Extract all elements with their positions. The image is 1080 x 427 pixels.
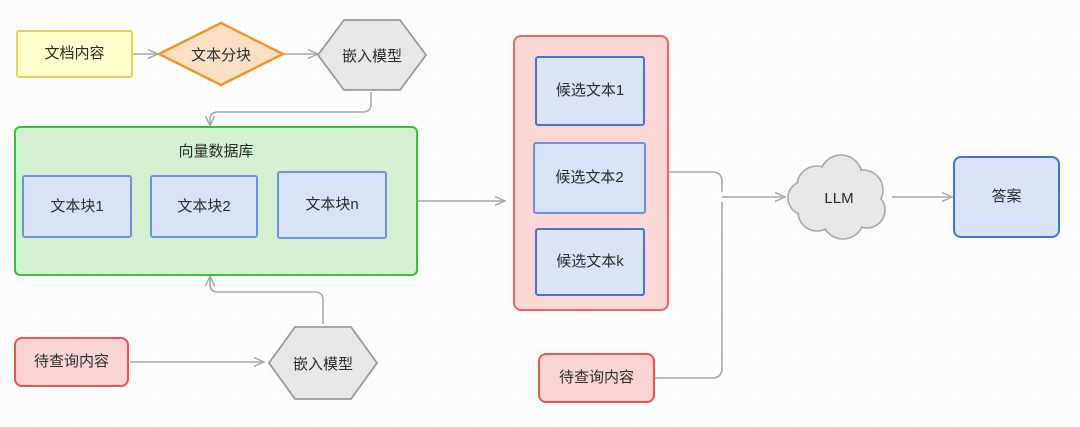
node-candidate-text-2-label: 候选文本2 <box>555 169 624 186</box>
node-document-content-label: 文档内容 <box>44 45 105 62</box>
node-text-chunk-n-label: 文本块n <box>305 196 359 213</box>
edge-embedding-to-vectordb <box>210 92 372 126</box>
node-candidate-text-2[interactable]: 候选文本2 <box>533 142 646 214</box>
edge-candidates-to-llm <box>668 171 723 192</box>
diamond-shape <box>156 21 286 87</box>
node-document-content[interactable]: 文档内容 <box>16 30 133 78</box>
node-embedding-model-top[interactable] <box>316 18 428 92</box>
node-text-chunk-1[interactable]: 文本块1 <box>22 175 132 238</box>
node-candidate-text-1-label: 候选文本1 <box>555 82 625 99</box>
edge-embedding-bottom-to-vectordb <box>210 276 324 324</box>
node-llm[interactable] <box>783 152 895 244</box>
node-text-chunk-n[interactable]: 文本块n <box>277 171 387 239</box>
node-query-content-left-label: 待查询内容 <box>33 353 109 370</box>
node-candidate-text-1[interactable]: 候选文本1 <box>535 56 645 126</box>
node-query-content-left[interactable]: 待查询内容 <box>14 337 129 387</box>
node-answer-label: 答案 <box>991 188 1022 205</box>
node-vector-database-label: 向量数据库 <box>178 143 254 160</box>
node-text-chunk-2[interactable]: 文本块2 <box>150 175 258 238</box>
node-text-chunking[interactable] <box>156 20 286 88</box>
hexagon-shape <box>316 19 428 91</box>
edge-query-bottom-to-llm <box>655 202 723 379</box>
node-candidate-text-k[interactable]: 候选文本k <box>535 228 645 296</box>
node-candidate-text-k-label: 候选文本k <box>556 253 624 270</box>
node-embedding-model-bottom[interactable] <box>266 325 380 401</box>
node-text-chunk-2-label: 文本块2 <box>177 197 231 215</box>
node-text-chunk-1-label: 文本块1 <box>50 197 104 215</box>
node-answer[interactable]: 答案 <box>953 156 1060 238</box>
hexagon-shape <box>267 326 379 400</box>
node-query-content-bottom[interactable]: 待查询内容 <box>538 353 655 403</box>
node-query-content-bottom-label: 待查询内容 <box>558 369 634 386</box>
